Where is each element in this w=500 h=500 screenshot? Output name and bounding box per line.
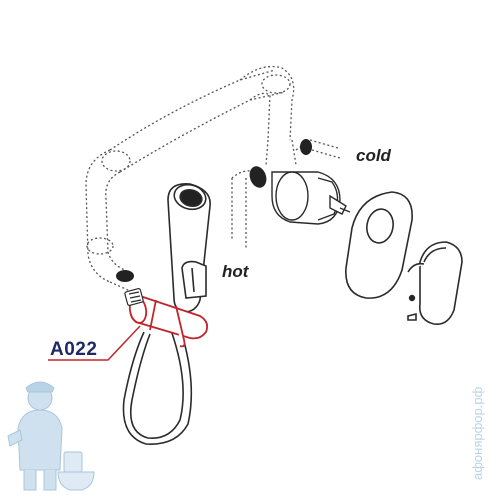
mixer-body — [271, 171, 351, 225]
lever-handle — [407, 241, 463, 326]
outlet-thread — [124, 288, 144, 306]
shower-hose — [122, 321, 193, 445]
plumber-mascot-icon — [7, 381, 63, 491]
escutcheon-plate — [345, 191, 413, 299]
dotted-pipe-run — [85, 65, 341, 291]
watermark-text: афонярфор.рф — [470, 386, 485, 480]
toilet-icon — [57, 451, 95, 491]
pipe-end-caps — [116, 139, 312, 282]
label-hot: hot — [222, 262, 249, 281]
part-leader-line — [48, 325, 141, 361]
part-number-label: A022 — [50, 339, 98, 360]
label-cold: cold — [356, 146, 391, 165]
hand-shower — [167, 183, 211, 313]
